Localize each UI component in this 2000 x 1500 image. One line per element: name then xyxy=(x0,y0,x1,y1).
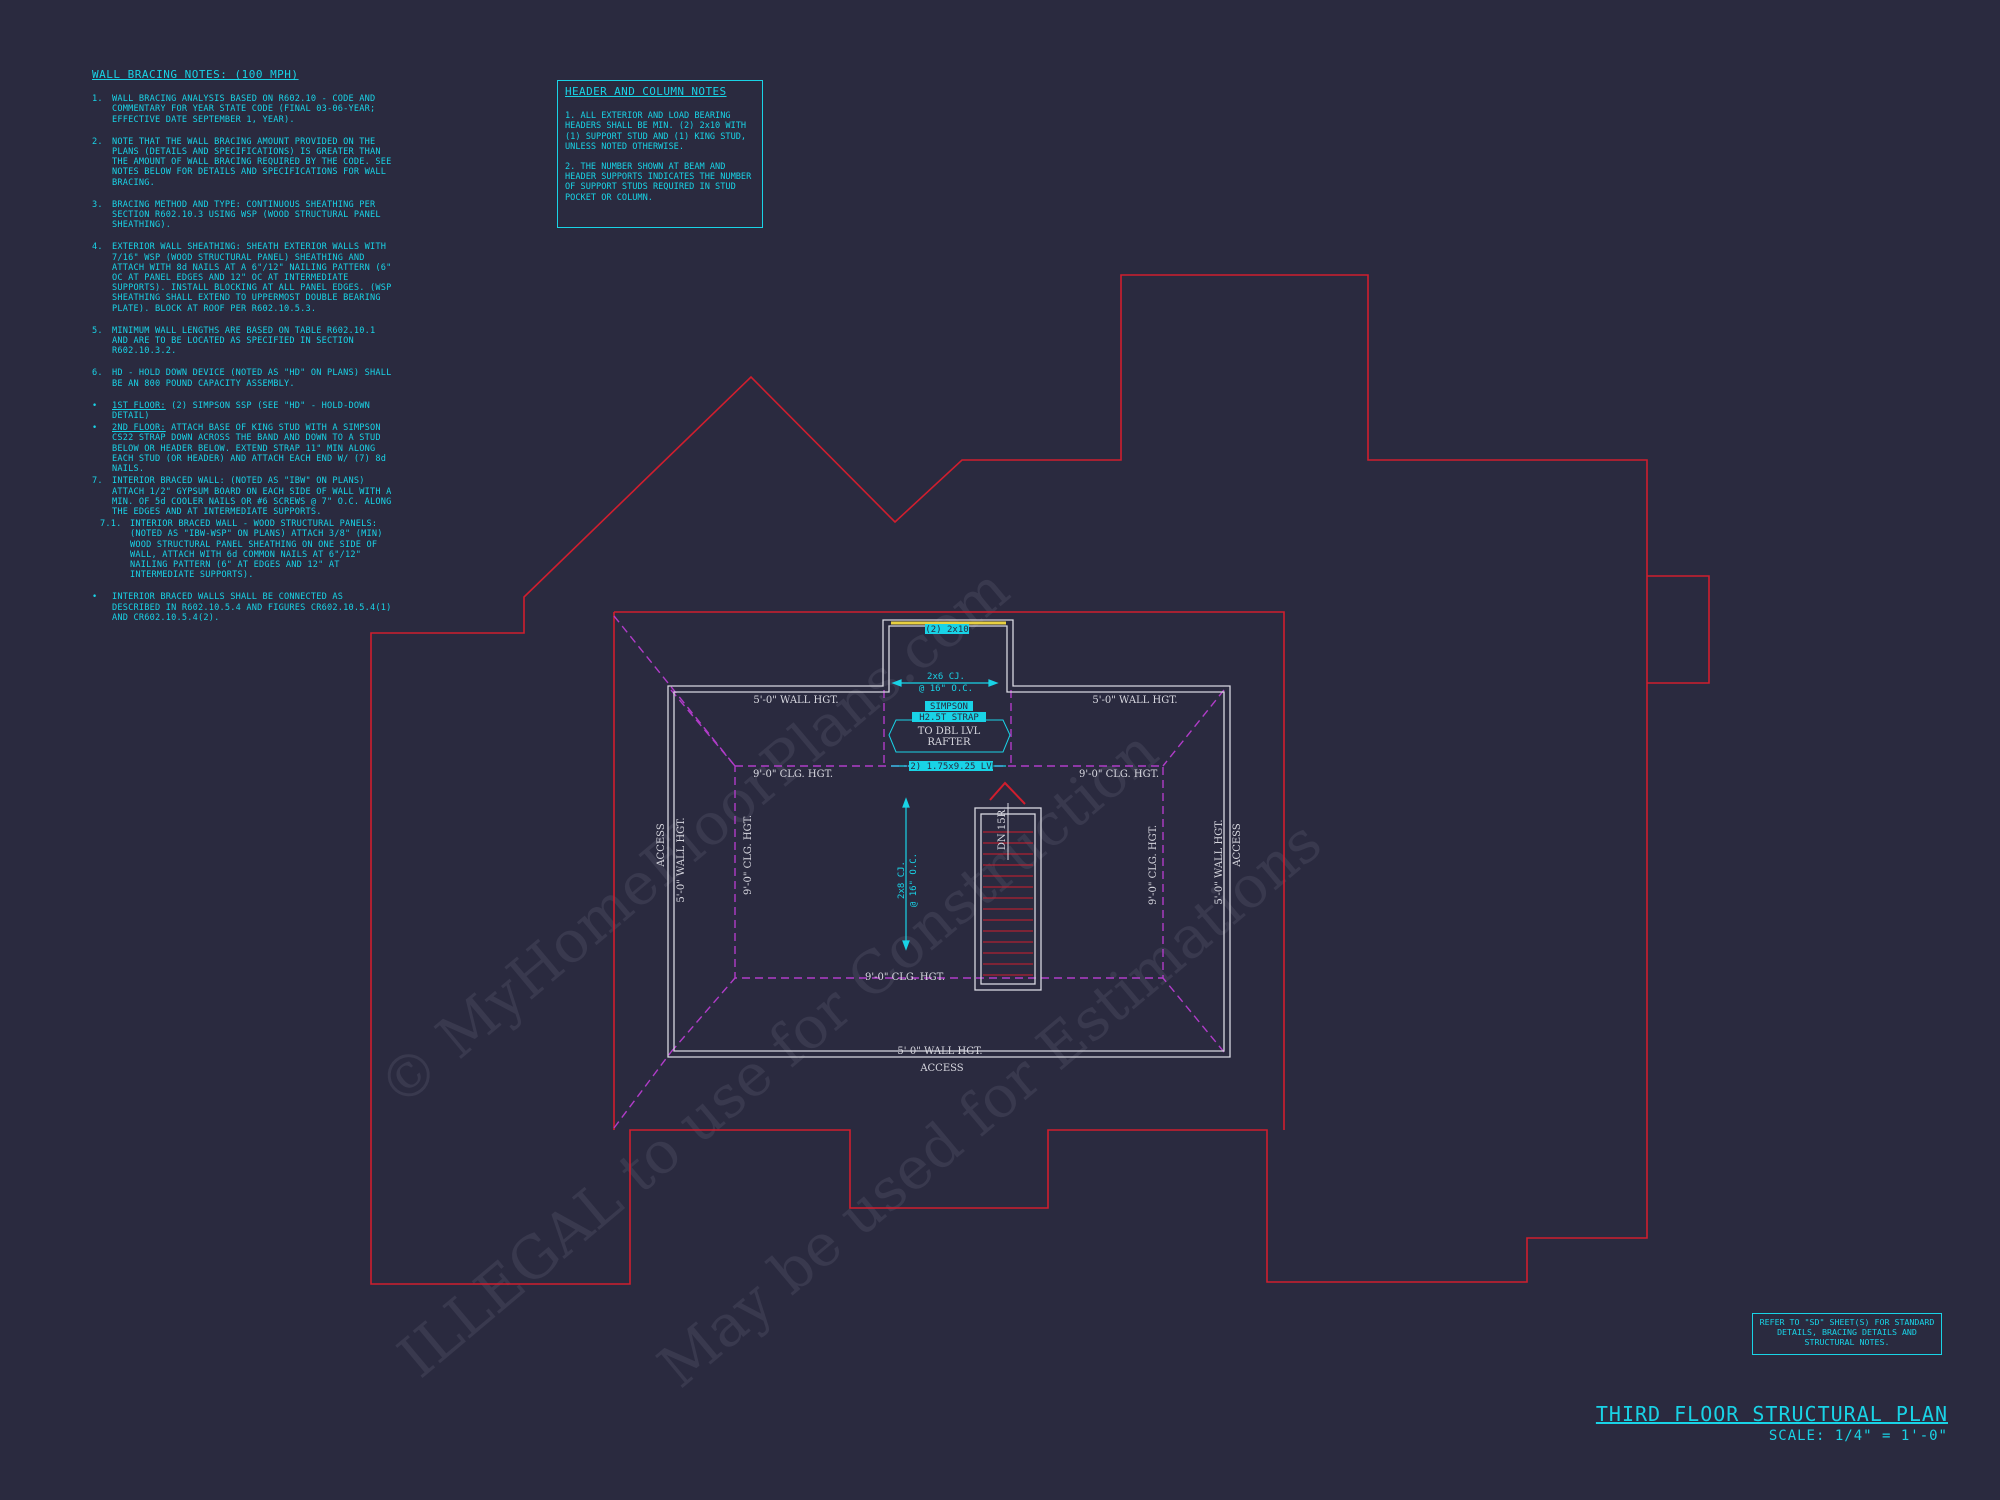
simpson-label-1: SIMPSON xyxy=(930,702,968,712)
bracing-note-body: INTERIOR BRACED WALL: (NOTED AS "IBW" ON… xyxy=(112,476,392,517)
access-left: ACCESS xyxy=(656,823,667,867)
header-lvl-label: (2) 1.75x9.25 LVL xyxy=(905,762,997,772)
strap-label-bg xyxy=(912,712,986,722)
stair-treads xyxy=(983,781,1033,976)
joist-arrows xyxy=(891,679,999,951)
bracing-note-text: MINIMUM WALL LENGTHS ARE BASED ON TABLE … xyxy=(112,326,392,357)
header-top-label-bg xyxy=(925,624,969,634)
wall-bracing-list: 1. WALL BRACING ANALYSIS BASED ON R602.10… xyxy=(92,94,392,623)
bracing-subnote: 7.1. INTERIOR BRACED WALL - WOOD STRUCTUR… xyxy=(100,519,392,581)
bracing-note: 3. BRACING METHOD AND TYPE: CONTINUOUS SH… xyxy=(92,200,392,231)
bracing-note-body: INTERIOR BRACED WALLS SHALL BE CONNECTED… xyxy=(112,592,392,623)
header-note-2: 2. THE NUMBER SHOWN AT BEAM AND HEADER S… xyxy=(565,162,752,203)
bracing-note-text: INTERIOR BRACED WALL: (NOTED AS "IBW" ON… xyxy=(100,476,392,581)
clg-hgt-left: 9'-0" CLG. HGT. xyxy=(743,815,754,895)
header-column-notes: HEADER AND COLUMN NOTES 1. ALL EXTERIOR … xyxy=(557,80,763,228)
bracing-note-number: 4. xyxy=(92,242,103,253)
bracing-note-body: BRACING METHOD AND TYPE: CONTINUOUS SHEA… xyxy=(112,199,381,231)
inner-wall xyxy=(673,625,1225,1052)
bracing-note-number: 6. xyxy=(92,368,103,379)
bracing-note-number: • xyxy=(92,423,98,434)
bracing-note-number: 2. xyxy=(92,136,103,147)
bracing-subnote-number: 7.1. xyxy=(100,519,122,530)
bracing-note: 5. MINIMUM WALL LENGTHS ARE BASED ON TABL… xyxy=(92,326,392,357)
simpson-label-3: TO DBL LVL xyxy=(918,726,981,737)
header-notes-title: HEADER AND COLUMN NOTES xyxy=(565,85,727,98)
cj-mid-label-2: @ 16" O.C. xyxy=(909,853,919,907)
bracing-note-body: WALL BRACING ANALYSIS BASED ON R602.10 -… xyxy=(112,94,376,125)
refer-note-box: REFER TO "SD" SHEET(S) FOR STANDARD DETA… xyxy=(1752,1313,1942,1355)
wall-hgt-top-right: 5'-0" WALL HGT. xyxy=(1092,695,1177,706)
bracing-note-text: HD - HOLD DOWN DEVICE (NOTED AS "HD" ON … xyxy=(112,368,392,388)
clg-hgt-top-left: 9'-0" CLG. HGT. xyxy=(753,769,833,780)
clg-hgt-bottom: 9'-0" CLG. HGT. xyxy=(865,972,945,983)
roof-outline xyxy=(370,274,1710,1285)
simpson-label-bg xyxy=(925,701,973,711)
cj-mid-label-1: 2x8 CJ. xyxy=(897,861,907,899)
bracing-note: 4. EXTERIOR WALL SHEATHING: SHEATH EXTERI… xyxy=(92,242,392,313)
bracing-note: 6. HD - HOLD DOWN DEVICE (NOTED AS "HD" O… xyxy=(92,368,392,388)
bracing-note-number: • xyxy=(92,592,98,603)
bracing-note-label: 1ST FLOOR: xyxy=(112,400,166,411)
bracing-note-text: NOTE THAT THE WALL BRACING AMOUNT PROVID… xyxy=(112,137,392,188)
wall-hgt-top-left: 5'-0" WALL HGT. xyxy=(753,695,838,706)
bracing-note-body: NOTE THAT THE WALL BRACING AMOUNT PROVID… xyxy=(112,136,392,188)
bracing-note-label: 2ND FLOOR: xyxy=(112,423,166,434)
sheet-title: THIRD FLOOR STRUCTURAL PLAN xyxy=(1595,1402,1948,1426)
bracing-note-number: • xyxy=(92,400,98,411)
bracing-note-text: INTERIOR BRACED WALLS SHALL BE CONNECTED… xyxy=(112,592,392,623)
upper-hip-outline xyxy=(614,611,1285,1130)
bracing-note: • 2ND FLOOR: ATTACH BASE OF KING STUD WIT… xyxy=(92,423,392,474)
bracing-note-number: 1. xyxy=(92,94,103,105)
bracing-note-text: EXTERIOR WALL SHEATHING: SHEATH EXTERIOR… xyxy=(112,242,392,313)
wall-hgt-left: 5'-0" WALL HGT. xyxy=(676,817,687,902)
bracing-note: 2. NOTE THAT THE WALL BRACING AMOUNT PROV… xyxy=(92,137,392,188)
bracing-subnote-text: INTERIOR BRACED WALL - WOOD STRUCTURAL P… xyxy=(130,519,383,581)
bracing-note-number: 7. xyxy=(92,476,103,487)
bracing-note-body: ATTACH BASE OF KING STUD WITH A SIMPSON … xyxy=(112,423,387,475)
outer-wall xyxy=(667,619,1231,1058)
clg-hgt-right: 9'-0" CLG. HGT. xyxy=(1148,825,1159,905)
bracing-note: 1. WALL BRACING ANALYSIS BASED ON R602.10… xyxy=(92,94,392,125)
access-bottom: ACCESS xyxy=(919,1063,963,1074)
wall-hgt-right: 5'-0" WALL HGT. xyxy=(1214,819,1225,904)
title-block: THIRD FLOOR STRUCTURAL PLAN SCALE: 1/4" … xyxy=(1596,1402,1948,1444)
bracing-note-number: 5. xyxy=(92,325,103,336)
bracing-note-text: 2ND FLOOR: ATTACH BASE OF KING STUD WITH… xyxy=(112,423,392,474)
stair-dn-label: DN 15R xyxy=(997,809,1008,850)
cj-top-label-1: 2x6 CJ. xyxy=(927,672,965,682)
main-roof-outline xyxy=(370,274,1648,1285)
bracing-note-number: 3. xyxy=(92,199,103,210)
wall-hgt-bottom: 5'-0" WALL HGT. xyxy=(897,1046,982,1057)
side-bump xyxy=(1647,575,1710,684)
bracing-note-text: WALL BRACING ANALYSIS BASED ON R602.10 -… xyxy=(112,94,392,125)
wall-bracing-title: WALL BRACING NOTES: (100 MPH) xyxy=(92,68,299,81)
simpson-label-2: H2.5T STRAP xyxy=(919,713,979,723)
bracing-note: • 1ST FLOOR: (2) SIMPSON SSP (SEE "HD" - … xyxy=(92,401,392,421)
bracing-note: • INTERIOR BRACED WALLS SHALL BE CONNECTE… xyxy=(92,592,392,623)
clg-hgt-top-right: 9'-0" CLG. HGT. xyxy=(1079,769,1159,780)
bracing-note-text: BRACING METHOD AND TYPE: CONTINUOUS SHEA… xyxy=(112,200,392,231)
header-note-1: 1. ALL EXTERIOR AND LOAD BEARING HEADERS… xyxy=(565,111,747,152)
cj-top-label-2: @ 16" O.C. xyxy=(919,684,973,694)
access-right: ACCESS xyxy=(1232,823,1243,867)
bracing-note-body: HD - HOLD DOWN DEVICE (NOTED AS "HD" ON … xyxy=(112,368,392,389)
header-top-label: (2) 2x10 xyxy=(925,625,968,635)
bracing-note-body: MINIMUM WALL LENGTHS ARE BASED ON TABLE … xyxy=(112,325,376,357)
watermark-line-1: © MyHomeFloorPlans.com xyxy=(365,554,1021,1120)
wall-bracing-notes: WALL BRACING NOTES: (100 MPH) 1. WALL BRA… xyxy=(92,68,392,625)
bracing-note-body: (2) SIMPSON SSP (SEE "HD" - HOLD-DOWN DE… xyxy=(112,400,370,422)
sheet-scale: SCALE: 1/4" = 1'-0" xyxy=(1768,1428,1948,1444)
bracing-note-body: EXTERIOR WALL SHEATHING: SHEATH EXTERIOR… xyxy=(112,242,392,314)
header-lvl-label-bg xyxy=(909,761,993,771)
bracing-note-text: 1ST FLOOR: (2) SIMPSON SSP (SEE "HD" - H… xyxy=(112,401,392,421)
strap-symbol xyxy=(888,719,1011,753)
bracing-note: 7. INTERIOR BRACED WALL: (NOTED AS "IBW" … xyxy=(92,476,392,580)
simpson-label-4: RAFTER xyxy=(927,737,971,748)
